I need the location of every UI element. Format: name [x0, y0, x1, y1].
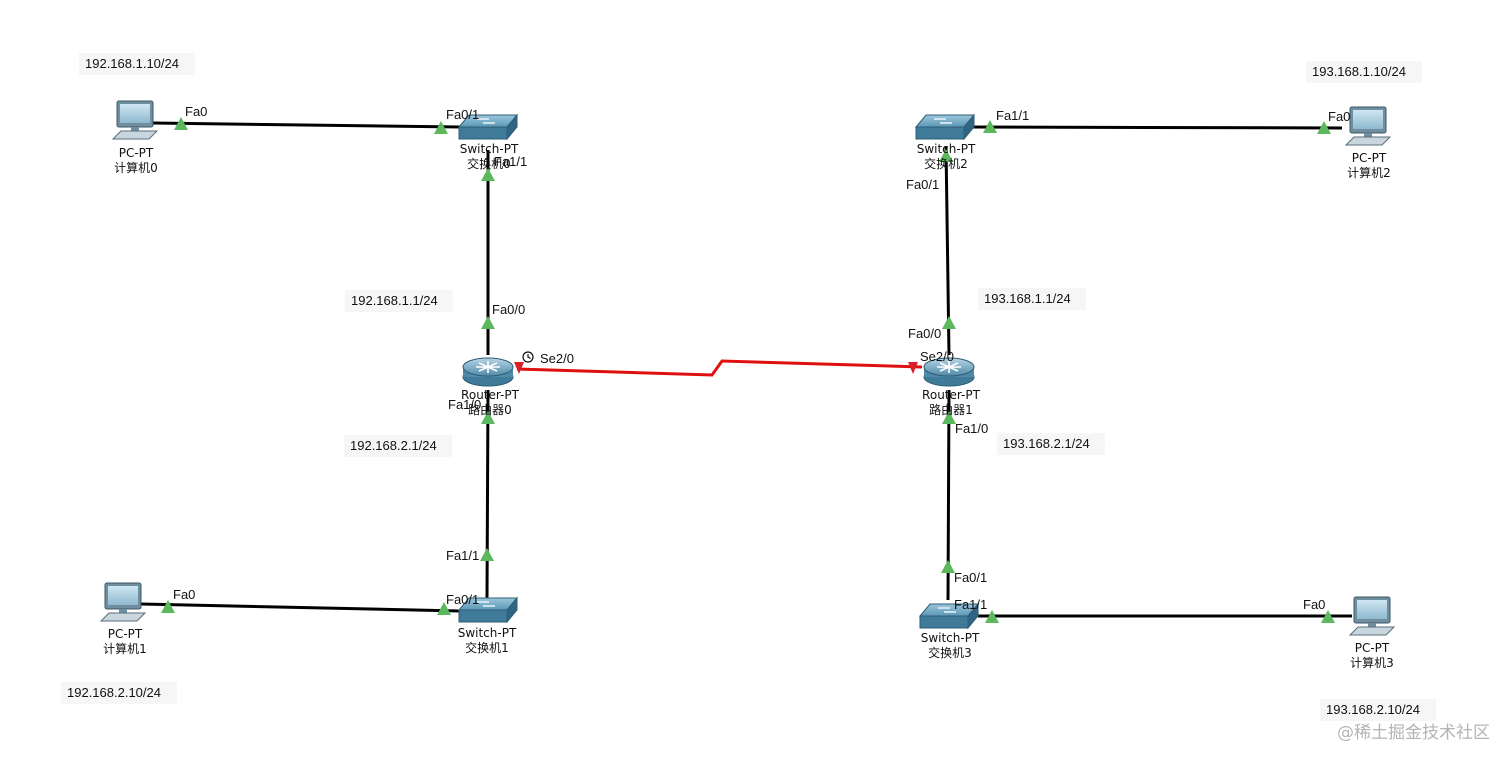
switch0-name: 交换机0	[467, 156, 511, 171]
port-label: Se2/0	[540, 351, 574, 366]
port-up-indicator	[983, 120, 997, 133]
r0-fa00-address: 192.168.1.1/24	[351, 293, 438, 308]
switch2-name: 交换机2	[924, 156, 968, 171]
serial-port-indicator	[514, 362, 524, 374]
r1-fa10-address: 193.168.2.1/24	[1003, 436, 1090, 451]
pc0-name: 计算机0	[114, 160, 158, 175]
link-r0-sw1[interactable]	[485, 389, 490, 599]
port-labels: Fa0 Fa0/1 Fa1/1 Fa0/0 Se2/0 Fa1/0 Fa1/1 …	[173, 104, 1350, 612]
port-label: Fa1/1	[996, 108, 1029, 123]
switch2-model: Switch-PT	[917, 142, 976, 156]
switch1-name: 交换机1	[465, 640, 509, 655]
switch1-model: Switch-PT	[458, 626, 517, 640]
serial-port-indicators	[514, 362, 918, 374]
link-sw2-pc2[interactable]	[969, 125, 1343, 130]
device-labels: PC-PT 计算机0 PC-PT 计算机1 PC-PT 计算机2 PC-PT 计…	[103, 142, 1394, 670]
link-pc0-sw0[interactable]	[152, 121, 461, 129]
port-label: Fa1/1	[494, 154, 527, 169]
pc2-address: 193.168.1.10/24	[1312, 64, 1406, 79]
link-pc1-sw1[interactable]	[140, 602, 461, 613]
port-up-indicator	[939, 149, 953, 162]
watermark: @稀土掘金技术社区	[1337, 723, 1490, 743]
port-label: Fa0	[1303, 597, 1325, 612]
port-label: Fa0/0	[908, 326, 941, 341]
port-up-indicator	[174, 117, 188, 130]
r0-fa10-address: 192.168.2.1/24	[350, 438, 437, 453]
port-label: Fa0/1	[954, 570, 987, 585]
port-label: Se2/0	[920, 349, 954, 364]
pc3-icon[interactable]	[1348, 596, 1396, 636]
pc2-model: PC-PT	[1352, 151, 1387, 165]
port-up-indicator	[480, 548, 494, 561]
router0-name: 路由器0	[468, 402, 512, 417]
pc3-address: 193.168.2.10/24	[1326, 702, 1420, 717]
serial-link-r0-r1[interactable]	[516, 359, 923, 377]
pc3-model: PC-PT	[1355, 641, 1390, 655]
router0-icon[interactable]	[462, 357, 514, 387]
router1-icon[interactable]	[923, 357, 975, 387]
address-notes: 192.168.1.10/24 192.168.2.10/24 193.168.…	[61, 53, 1436, 721]
port-label: Fa0/1	[446, 592, 479, 607]
port-up-indicator	[161, 600, 175, 613]
port-label: Fa0	[1328, 109, 1350, 124]
port-label: Fa1/0	[955, 421, 988, 436]
pc0-model: PC-PT	[119, 146, 154, 160]
port-up-indicator	[434, 121, 448, 134]
port-up-indicator	[942, 316, 956, 329]
switch3-icon[interactable]	[918, 602, 980, 630]
pc0-address: 192.168.1.10/24	[85, 56, 179, 71]
port-up-indicator	[985, 610, 999, 623]
port-up-indicator	[941, 560, 955, 573]
ethernet-links	[140, 121, 1352, 618]
port-label: Fa1/1	[954, 597, 987, 612]
pc1-model: PC-PT	[108, 627, 143, 641]
router1-model: Router-PT	[922, 388, 981, 402]
serial-port-indicator	[908, 362, 918, 374]
port-label: Fa0	[185, 104, 207, 119]
switch0-icon[interactable]	[457, 113, 519, 141]
port-up-indicator	[481, 168, 495, 181]
port-up-indicator	[942, 411, 956, 424]
port-up-indicator	[481, 411, 495, 424]
clock-icon	[522, 351, 534, 363]
pc3-name: 计算机3	[1350, 655, 1394, 670]
port-label: Fa1/1	[446, 548, 479, 563]
switch3-model: Switch-PT	[921, 631, 980, 645]
switch1-icon[interactable]	[457, 596, 519, 624]
switch0-model: Switch-PT	[460, 142, 519, 156]
pc2-name: 计算机2	[1347, 165, 1391, 180]
port-indicators	[161, 117, 1335, 623]
port-label: Fa1/0	[448, 397, 481, 412]
pc2-icon[interactable]	[1344, 106, 1392, 146]
r1-fa00-address: 193.168.1.1/24	[984, 291, 1071, 306]
port-label: Fa0/0	[492, 302, 525, 317]
port-label: Fa0/1	[446, 107, 479, 122]
switch3-name: 交换机3	[928, 645, 972, 660]
switch2-icon[interactable]	[914, 113, 976, 141]
port-up-indicator	[481, 316, 495, 329]
router0-model: Router-PT	[461, 388, 520, 402]
router1-name: 路由器1	[929, 402, 973, 417]
port-up-indicator	[1317, 121, 1331, 134]
pc1-address: 192.168.2.10/24	[67, 685, 161, 700]
pc0-icon[interactable]	[111, 100, 159, 140]
port-up-indicator	[437, 602, 451, 615]
port-up-indicator	[1321, 610, 1335, 623]
port-label: Fa0/1	[906, 177, 939, 192]
pc1-icon[interactable]	[99, 582, 147, 622]
pc1-name: 计算机1	[103, 641, 147, 656]
port-label: Fa0	[173, 587, 195, 602]
